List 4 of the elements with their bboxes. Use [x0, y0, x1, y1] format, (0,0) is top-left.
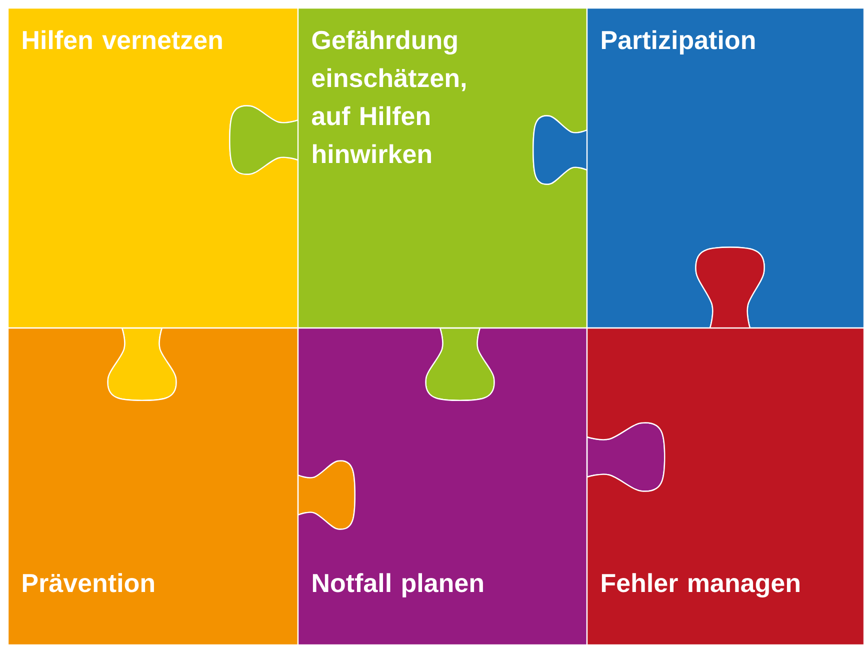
puzzle-piece: Hilfen vernetzen	[7, 7, 299, 402]
puzzle-piece: Partizipation	[532, 7, 864, 329]
puzzle-piece: Gefährdung einschätzen, auf Hilfen hinwirken	[229, 7, 588, 402]
puzzle-piece: Fehler managen	[586, 246, 864, 646]
